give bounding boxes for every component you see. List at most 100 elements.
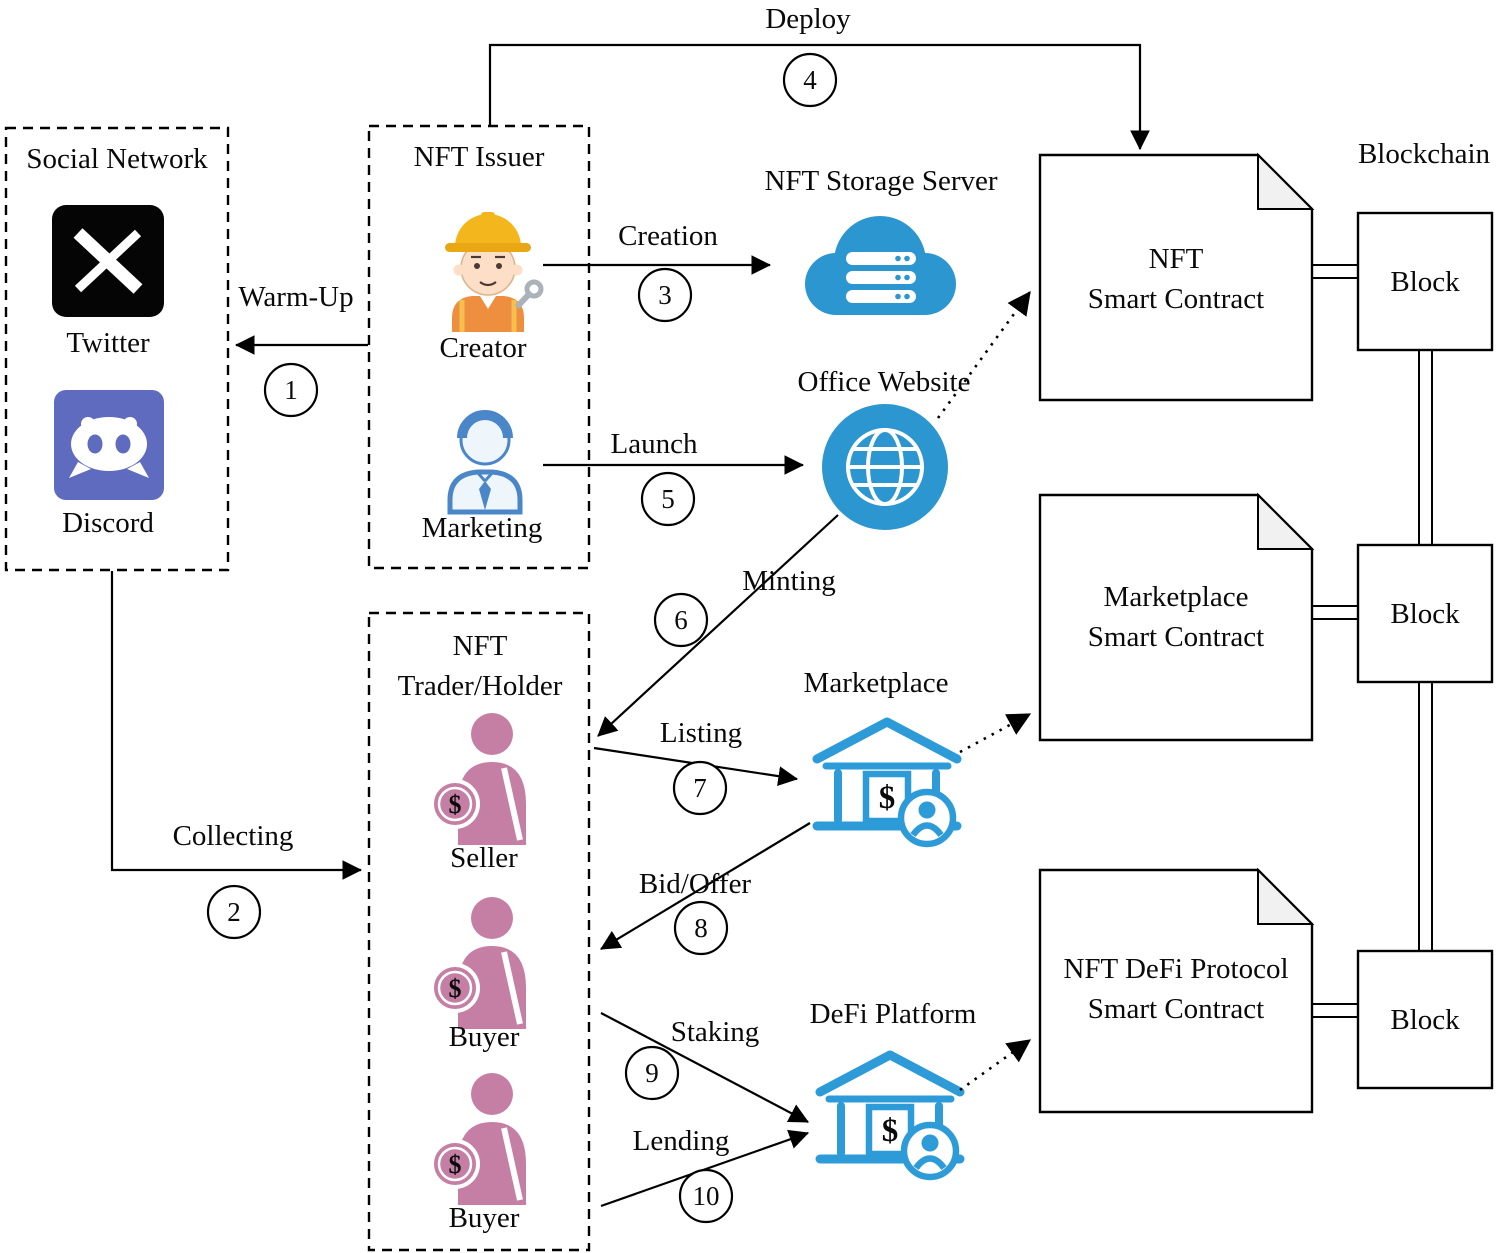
- defi-to-contract-link: [959, 1038, 1032, 1092]
- listing-label: Listing: [660, 717, 742, 749]
- server-dot: [904, 274, 910, 281]
- server-dot: [895, 274, 901, 281]
- creator-hardhat-brim: [445, 243, 531, 252]
- creator-collar: [480, 296, 496, 309]
- discord-eye-left: [87, 434, 103, 454]
- block-2-label: Block: [1390, 598, 1460, 630]
- block-rect: [1356, 543, 1494, 684]
- discord-wing-left: [69, 462, 91, 478]
- warmup-label: Warm-Up: [238, 281, 353, 313]
- block-1-label: Block: [1390, 266, 1460, 298]
- creator-eye-right: [496, 263, 502, 269]
- nft-trader-box: NFT Trader/Holder Seller Buyer Buyer: [367, 611, 591, 1252]
- wrench-head: [524, 279, 544, 299]
- step-number: 4: [803, 65, 817, 95]
- creator-icon: [445, 212, 544, 332]
- defi-contract-line2: Smart Contract: [1088, 993, 1264, 1025]
- nft-issuer-border: [367, 124, 591, 570]
- server-dot: [904, 293, 910, 300]
- lending-label: Lending: [633, 1125, 730, 1157]
- defi-platform-label: DeFi Platform: [810, 998, 977, 1030]
- deploy-arrow: [488, 43, 1150, 151]
- discord-wing-right: [127, 462, 149, 478]
- server-dot: [904, 255, 910, 262]
- server-bar-2: [846, 271, 916, 284]
- step-circle: [206, 884, 262, 940]
- block-3: Block: [1356, 949, 1494, 1090]
- social-network-box: Social Network Twitter Discord: [4, 126, 230, 572]
- marketing-hair: [457, 410, 513, 439]
- discord-face: [71, 417, 147, 471]
- collecting-label: Collecting: [173, 820, 294, 852]
- doc-fold-corner: [1257, 152, 1315, 210]
- blockchain-label: Blockchain: [1358, 138, 1491, 170]
- minting-label: Minting: [742, 565, 835, 597]
- block-rect: [1356, 949, 1494, 1090]
- server-dot: [895, 255, 901, 262]
- step-number: 7: [693, 773, 707, 803]
- buyer1-icon: [432, 897, 526, 1029]
- server-bar-3: [846, 290, 916, 303]
- creator-mouth: [479, 281, 497, 287]
- step-circle: [653, 592, 709, 648]
- step-badge-10: 10: [678, 1168, 734, 1224]
- storage-server-label: NFT Storage Server: [764, 165, 997, 197]
- nft-issuer-title: NFT Issuer: [414, 141, 545, 173]
- block-2: Block: [1356, 543, 1494, 684]
- step-badge-5: 5: [640, 471, 696, 527]
- seller-label: Seller: [450, 842, 518, 874]
- staking-label: Staking: [671, 1016, 760, 1048]
- nft-contract-line2: Smart Contract: [1088, 283, 1264, 315]
- office-website-label: Office Website: [798, 366, 971, 398]
- buyer2-icon: [432, 1073, 526, 1205]
- step-circle: [672, 760, 728, 816]
- defi-contract-line1: NFT DeFi Protocol: [1063, 953, 1288, 985]
- creator-ear-right: [511, 264, 523, 276]
- step-number: 6: [674, 605, 688, 635]
- defi-contract-block-link: [1312, 1003, 1358, 1018]
- creation-label: Creation: [618, 220, 718, 252]
- buyer1-label: Buyer: [449, 1021, 520, 1053]
- step-number: 2: [227, 897, 241, 927]
- deploy-label: Deploy: [765, 3, 851, 35]
- block1-block2-link: [1418, 350, 1433, 545]
- doc-outline: [1038, 153, 1314, 402]
- doc-outline: [1038, 493, 1314, 742]
- step-circle: [678, 1168, 734, 1224]
- step-circle: [637, 267, 693, 323]
- marketing-icon: [447, 410, 523, 515]
- step-circle: [673, 900, 729, 956]
- marketing-collar-left: [475, 471, 487, 482]
- social-network-title: Social Network: [26, 143, 208, 175]
- step-circle: [640, 471, 696, 527]
- step-circle: [624, 1045, 680, 1101]
- step-badge-3: 3: [637, 267, 693, 323]
- social-network-border: [4, 126, 230, 572]
- step-badge-9: 9: [624, 1045, 680, 1101]
- doc-fold-corner: [1257, 867, 1315, 925]
- office-website-icon: [822, 404, 948, 530]
- nft-trader-border: [367, 611, 591, 1252]
- creator-eye-left: [474, 263, 480, 269]
- creator-ear-left: [453, 264, 465, 276]
- discord-label: Discord: [62, 507, 154, 539]
- marketing-label: Marketing: [422, 512, 543, 544]
- nft-contract-block-link: [1312, 264, 1358, 279]
- step-number: 5: [661, 484, 675, 514]
- marketplace-label: Marketplace: [804, 667, 949, 699]
- step-number: 9: [645, 1058, 659, 1088]
- marketplace-icon: [817, 722, 957, 844]
- nft-contract-line1: NFT: [1149, 243, 1204, 275]
- marketplace-contract-line2: Smart Contract: [1088, 621, 1264, 653]
- step-number: 8: [694, 913, 708, 943]
- block-rect: [1356, 211, 1494, 352]
- bid-offer-label: Bid/Offer: [639, 868, 752, 900]
- defi-platform-icon: [820, 1055, 960, 1177]
- step-number: 1: [284, 375, 298, 405]
- marketing-tie: [479, 481, 491, 510]
- step-badge-7: 7: [672, 760, 728, 816]
- block-3-label: Block: [1390, 1004, 1460, 1036]
- creator-hardhat-knob: [481, 212, 495, 219]
